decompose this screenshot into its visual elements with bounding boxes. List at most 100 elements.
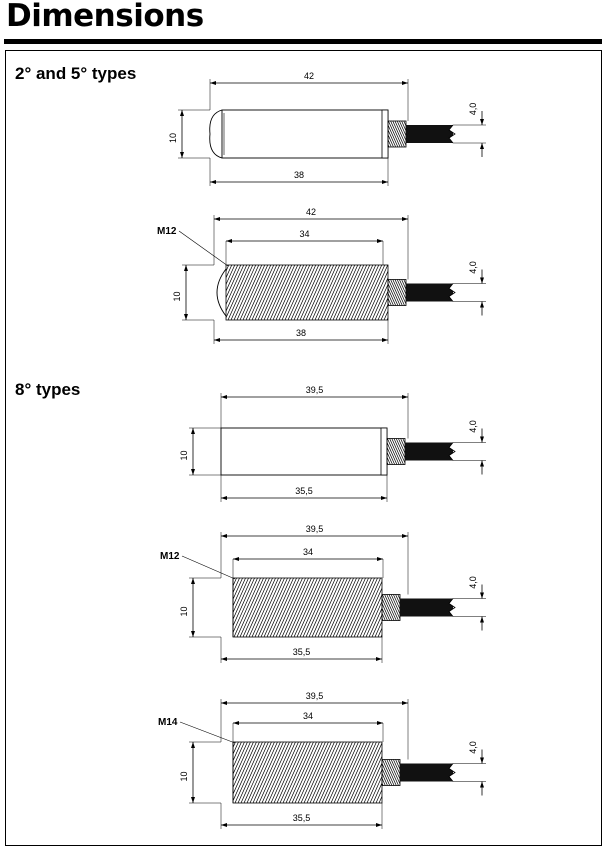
hatch-line	[344, 578, 372, 637]
hatch-line	[267, 742, 296, 803]
hatch-line	[305, 265, 332, 320]
hatch-line	[186, 578, 213, 637]
hatch-line	[233, 578, 258, 634]
dimension-body-label: 35,5	[293, 647, 311, 657]
dimension-overall	[221, 395, 408, 399]
hatch-line	[382, 777, 386, 786]
thread-callout: M12	[160, 551, 180, 562]
hatch-line	[353, 265, 380, 320]
hatch-line	[264, 742, 293, 803]
leader-line	[181, 555, 236, 580]
hatch-line	[388, 594, 400, 620]
hatch-line	[258, 742, 287, 803]
hatch-line	[314, 578, 342, 637]
dimension-overall	[221, 701, 408, 705]
arrowhead	[382, 180, 388, 184]
hatch-line	[279, 742, 308, 803]
hatch-line	[293, 578, 321, 637]
hatch-line	[388, 287, 397, 306]
dimension-diameter	[191, 428, 195, 475]
leader-line	[179, 721, 236, 744]
hatch-line	[254, 265, 281, 320]
hatch-line	[394, 121, 406, 147]
hatch-line	[255, 742, 284, 803]
hatch-line	[233, 742, 242, 762]
arrowhead	[402, 217, 408, 221]
hatch-line	[233, 578, 249, 614]
hatch-line	[246, 742, 275, 803]
cable	[406, 125, 453, 143]
arrowhead	[480, 143, 484, 149]
dimension-overall-label: 42	[306, 207, 316, 217]
hatch-line	[233, 578, 252, 621]
hatch-lines	[186, 578, 382, 637]
hatch-line	[192, 265, 217, 320]
dimension-body	[221, 496, 387, 500]
hatch-line	[252, 742, 281, 803]
hatch-line	[311, 265, 338, 320]
dimension-overall-label: 42	[304, 71, 314, 81]
hatch-line	[317, 265, 344, 320]
hatch-line	[234, 742, 263, 803]
hatch-line	[382, 767, 391, 786]
hatch-line	[314, 265, 341, 320]
hatch-line	[299, 265, 326, 320]
hatch-line	[388, 279, 401, 306]
hatch-line	[294, 742, 323, 803]
hatch-line	[372, 782, 382, 803]
dimension-threaded	[233, 557, 383, 561]
hatch-line	[266, 265, 293, 320]
hatch-line	[395, 759, 400, 771]
arrowhead	[381, 496, 387, 500]
hatch-line	[257, 578, 285, 637]
arrowhead	[221, 823, 227, 827]
arrowhead	[180, 110, 184, 116]
thread-callout: M12	[157, 226, 177, 237]
arrowhead	[191, 469, 195, 475]
hatch-line	[233, 742, 251, 782]
hatch-line	[374, 620, 382, 637]
hatch-line	[387, 456, 391, 465]
hatch-line	[347, 265, 374, 320]
hatch-line	[324, 742, 353, 803]
hatch-line	[351, 742, 380, 803]
hatch-line	[248, 265, 275, 320]
hatch-line	[315, 742, 344, 803]
arrowhead	[233, 721, 239, 725]
hatch-line	[233, 578, 234, 581]
hatch-line	[393, 594, 400, 611]
hatch-lines	[192, 265, 388, 320]
hatch-line	[386, 759, 399, 786]
dimension-cable-label: 4,0	[468, 420, 478, 433]
hatch-line	[233, 742, 248, 775]
hatch-line	[299, 578, 327, 637]
hatch-line	[239, 578, 267, 637]
hatch-line	[278, 578, 306, 637]
dimension-overall-label: 39,5	[306, 524, 324, 534]
hatch-line	[248, 578, 276, 637]
hatch-line	[341, 265, 368, 320]
hatch-line	[395, 438, 405, 459]
dimension-diameter	[191, 578, 195, 637]
arrowhead	[376, 823, 382, 827]
arrowhead	[221, 657, 227, 661]
hatch-line	[336, 742, 365, 803]
arrowhead	[191, 797, 195, 803]
arrowhead	[480, 460, 484, 467]
dimension-diameter	[184, 265, 188, 320]
arrowhead	[184, 265, 188, 271]
hatch-line	[233, 742, 254, 789]
hatch-line	[226, 265, 245, 306]
hatch-line	[363, 762, 382, 803]
hatch-line	[333, 742, 362, 803]
hatch-line	[251, 578, 279, 637]
dimension-body-label: 35,5	[295, 486, 313, 496]
hatch-line	[323, 578, 351, 637]
hatch-line	[306, 742, 335, 803]
knurled-nut	[381, 594, 401, 621]
dimension-body	[221, 823, 382, 827]
hatch-line	[391, 438, 404, 465]
